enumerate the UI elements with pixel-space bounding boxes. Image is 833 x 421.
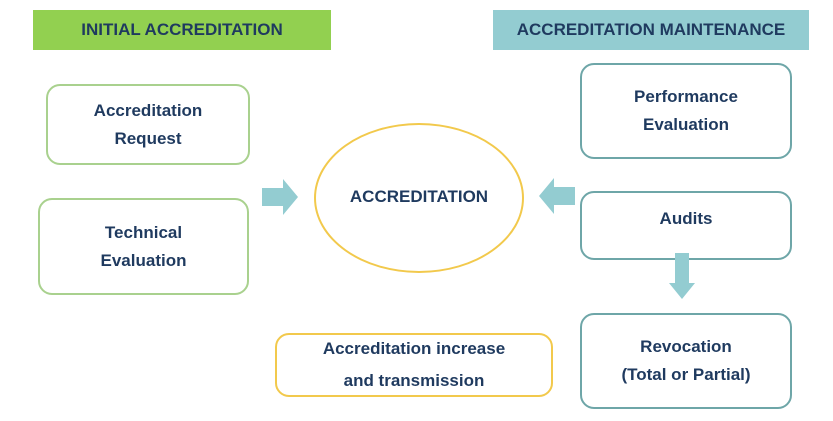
node-technical-evaluation: Technical Evaluation (38, 198, 249, 295)
node-revocation: Revocation (Total or Partial) (580, 313, 792, 409)
node-accreditation-request-line2: Request (114, 128, 182, 148)
node-accreditation-request-line1: Accreditation (93, 100, 203, 120)
node-revocation-line2: (Total or Partial) (621, 365, 751, 384)
node-technical-evaluation-line1: Technical (104, 222, 183, 242)
arrow-down-icon (669, 253, 695, 299)
arrow-left-icon (539, 178, 575, 214)
node-accreditation-increase-line2: and transmission (343, 371, 485, 390)
arrow-right-icon (262, 179, 298, 215)
node-accreditation-increase-line1: Accreditation increase (322, 339, 506, 358)
node-accreditation-request: Accreditation Request (46, 84, 250, 165)
header-accreditation-maintenance: ACCREDITATION MAINTENANCE (493, 10, 809, 50)
node-audits: Audits (580, 191, 792, 260)
node-technical-evaluation-line2: Evaluation (100, 250, 187, 270)
node-performance-evaluation-line2: Evaluation (643, 115, 729, 134)
node-audits-label: Audits (659, 209, 713, 228)
node-accreditation-increase: Accreditation increase and transmission (275, 333, 553, 397)
node-revocation-line1: Revocation (640, 337, 732, 356)
node-performance-evaluation: Performance Evaluation (580, 63, 792, 159)
node-performance-evaluation-line1: Performance (634, 87, 738, 106)
header-initial-accreditation: INITIAL ACCREDITATION (33, 10, 331, 50)
node-accreditation-center: ACCREDITATION (314, 123, 524, 273)
